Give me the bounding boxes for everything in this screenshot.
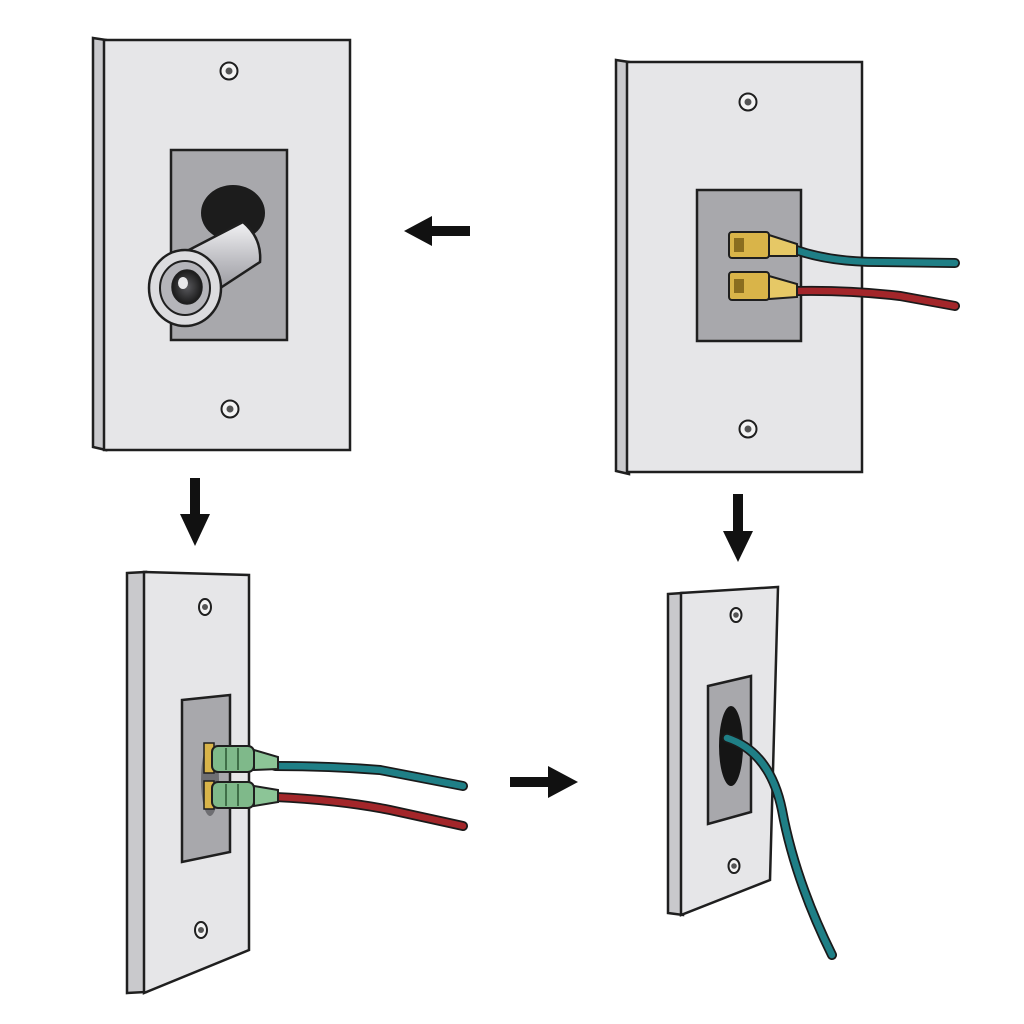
arrow-down-icon — [180, 478, 210, 546]
screw-icon — [198, 598, 212, 616]
connector-recess — [695, 188, 803, 343]
binding-post-icon — [728, 231, 798, 259]
arrow-down-icon — [723, 494, 753, 562]
screw-icon — [738, 419, 758, 439]
screw-icon — [219, 61, 239, 81]
screw-icon — [729, 607, 743, 623]
panel-bottom-left — [125, 570, 468, 995]
banana-plug-icon — [203, 780, 279, 810]
screw-icon — [194, 921, 208, 939]
arrow-right-icon — [510, 766, 578, 798]
banana-plug-icon — [203, 742, 279, 774]
arrow-left-icon — [404, 216, 470, 246]
coax-connector-icon — [147, 220, 262, 328]
binding-post-icon — [728, 271, 798, 301]
panel-top-right — [614, 58, 960, 476]
screw-icon — [738, 92, 758, 112]
screw-icon — [727, 858, 741, 874]
grommet-hole — [719, 706, 743, 786]
panel-top-left — [91, 36, 352, 452]
screw-icon — [220, 399, 240, 419]
panel-bottom-right — [666, 585, 837, 960]
